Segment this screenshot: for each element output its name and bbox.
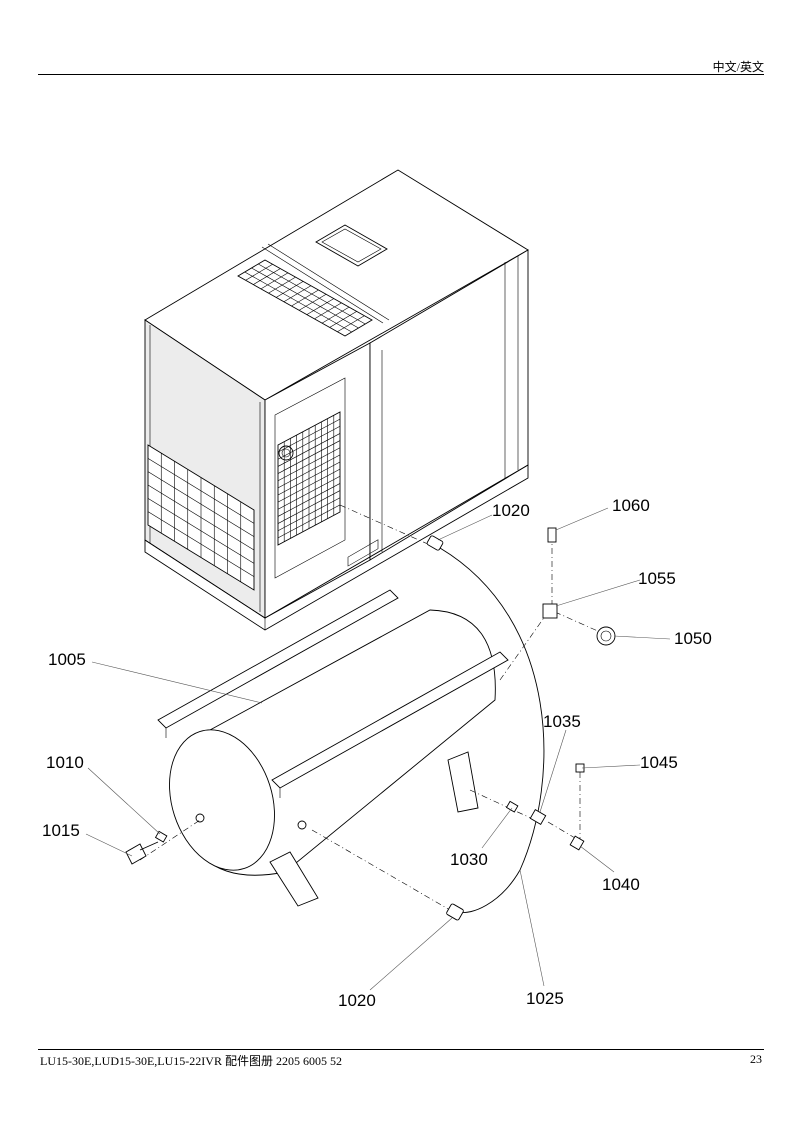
header-language-label: 中文/英文 <box>712 60 764 74</box>
tank-foot-rear <box>447 751 479 813</box>
page-number: 23 <box>750 1052 762 1066</box>
footer-model-title: LU15-30E,LUD15-30E,LU15-22IVR 配件图册 2205 … <box>40 1054 342 1068</box>
callout-1020-bottom: 1020 <box>338 991 376 1010</box>
top-vent-grille <box>237 259 373 337</box>
side-intake-grille <box>147 444 255 591</box>
callout-1015: 1015 <box>42 821 80 840</box>
callout-1050: 1050 <box>674 629 712 648</box>
callout-1040: 1040 <box>602 875 640 894</box>
callout-1045: 1045 <box>640 753 678 772</box>
callout-1005: 1005 <box>48 650 86 669</box>
footer-rule <box>38 1049 764 1050</box>
callout-1055: 1055 <box>638 569 676 588</box>
door-vent-grille <box>277 411 341 546</box>
fittings <box>125 527 616 921</box>
air-receiver-tank <box>157 589 509 907</box>
callout-1010: 1010 <box>46 753 84 772</box>
callout-1020-top: 1020 <box>492 501 530 520</box>
tank-foot-front <box>269 851 319 907</box>
callout-1035: 1035 <box>543 712 581 731</box>
flex-hose <box>439 547 545 913</box>
top-mounting-rail <box>157 589 399 729</box>
callout-1060: 1060 <box>612 496 650 515</box>
header-rule <box>38 74 764 75</box>
assembly-centerlines <box>139 504 601 911</box>
callout-1025: 1025 <box>526 989 564 1008</box>
leader-lines <box>85 507 671 991</box>
compressor-cabinet <box>144 169 529 631</box>
callout-1030: 1030 <box>450 850 488 869</box>
